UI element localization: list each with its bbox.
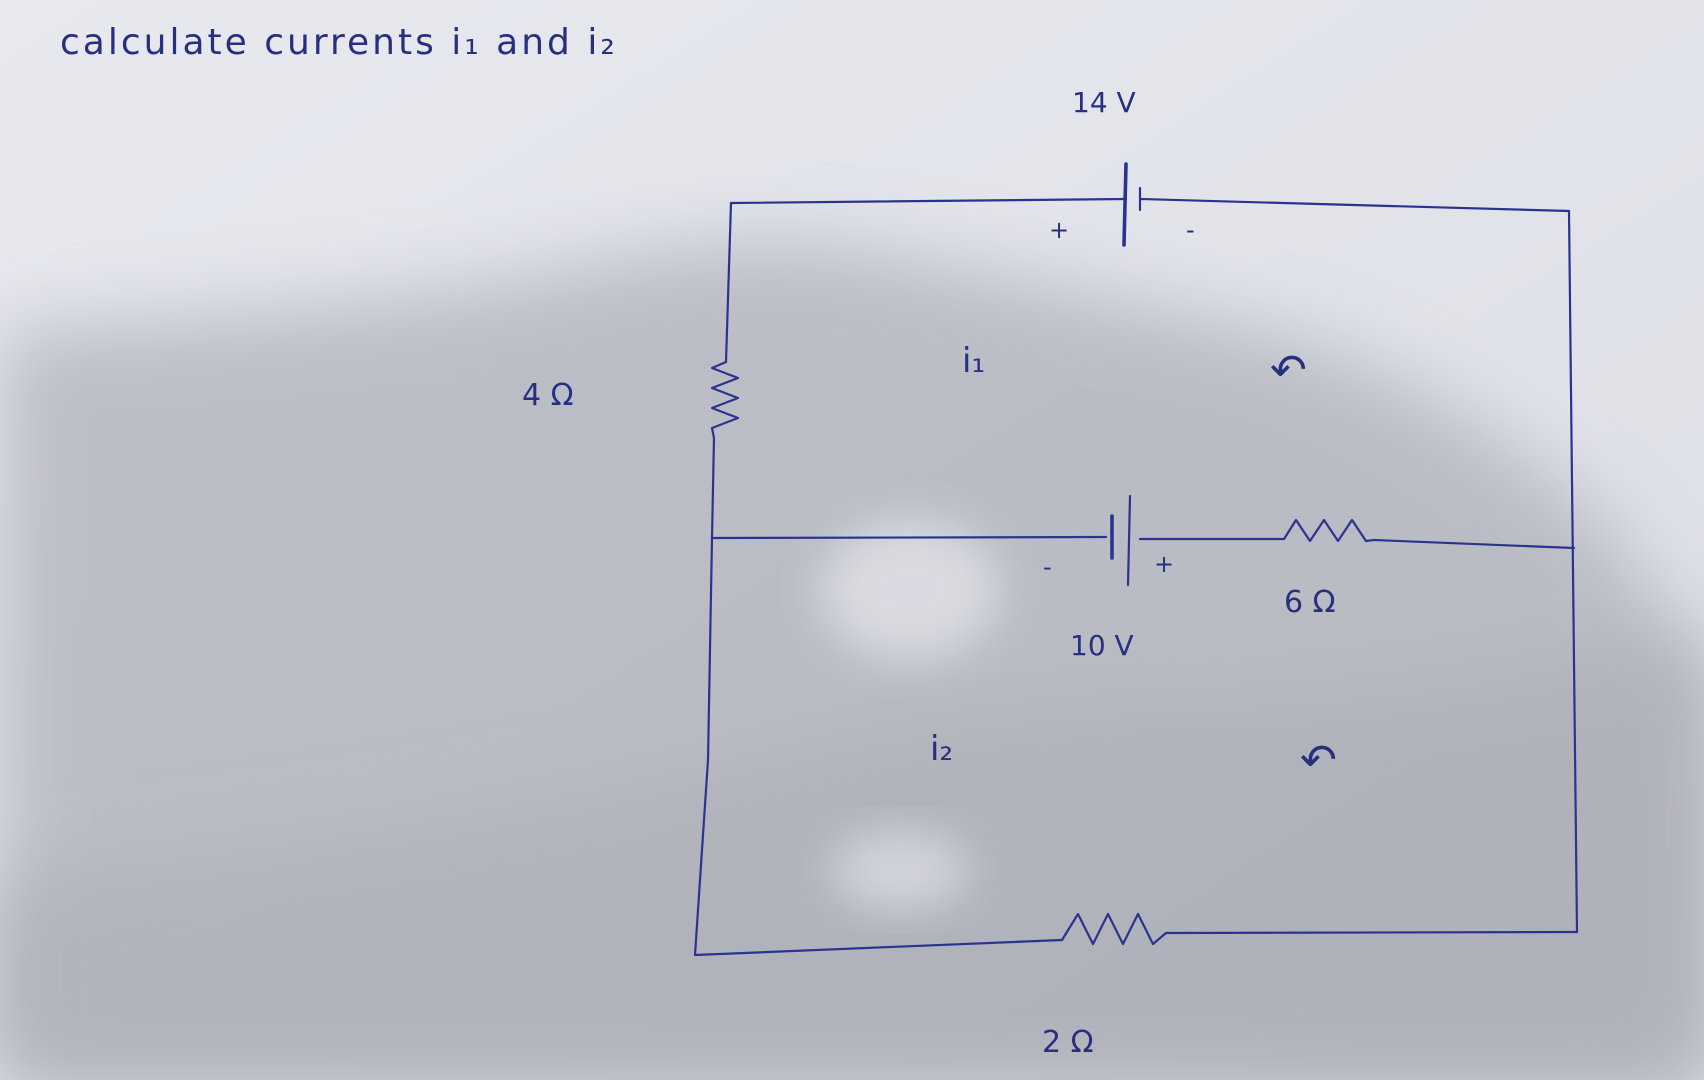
- battery-10v-plus: +: [1154, 550, 1174, 578]
- loop-current-i1: i₁: [962, 341, 985, 381]
- wire-right: [1567, 209, 1579, 934]
- wire-top-right: [1138, 197, 1571, 213]
- problem-prompt: calculate currents i₁ and i₂: [60, 22, 618, 63]
- battery-10v: [1110, 494, 1132, 587]
- loop-current-i2: i₂: [930, 729, 953, 769]
- resistor-4-ohm-label: 4 Ω: [522, 378, 574, 413]
- battery-14v-label: 14 V: [1072, 86, 1136, 119]
- resistor-2-ohm-label: 2 Ω: [1042, 1025, 1094, 1060]
- battery-10v-minus: -: [1043, 553, 1052, 581]
- battery-14v-plus: +: [1049, 216, 1069, 244]
- wire-top-left: [729, 197, 1128, 205]
- resistor-6-ohm-label: 6 Ω: [1284, 585, 1336, 620]
- wire-middle-left: [710, 535, 1108, 540]
- resistor-4-ohm: [710, 360, 740, 440]
- wire-left-lower: [693, 436, 716, 957]
- battery-10v-label: 10 V: [1070, 629, 1134, 662]
- loop-direction-upper-icon: ↶: [1270, 345, 1307, 396]
- wire-middle-right: [1372, 538, 1576, 550]
- resistor-2-ohm: [1060, 912, 1168, 946]
- battery-14v: [1122, 162, 1142, 247]
- loop-direction-lower-icon: ↶: [1300, 735, 1337, 786]
- wire-left-upper: [724, 201, 733, 364]
- wire-bottom-right: [1164, 930, 1579, 935]
- resistor-6-ohm: [1282, 518, 1376, 543]
- wire-bottom-left: [693, 938, 1064, 957]
- light-patches: [820, 520, 1000, 910]
- battery-14v-minus: -: [1186, 216, 1195, 244]
